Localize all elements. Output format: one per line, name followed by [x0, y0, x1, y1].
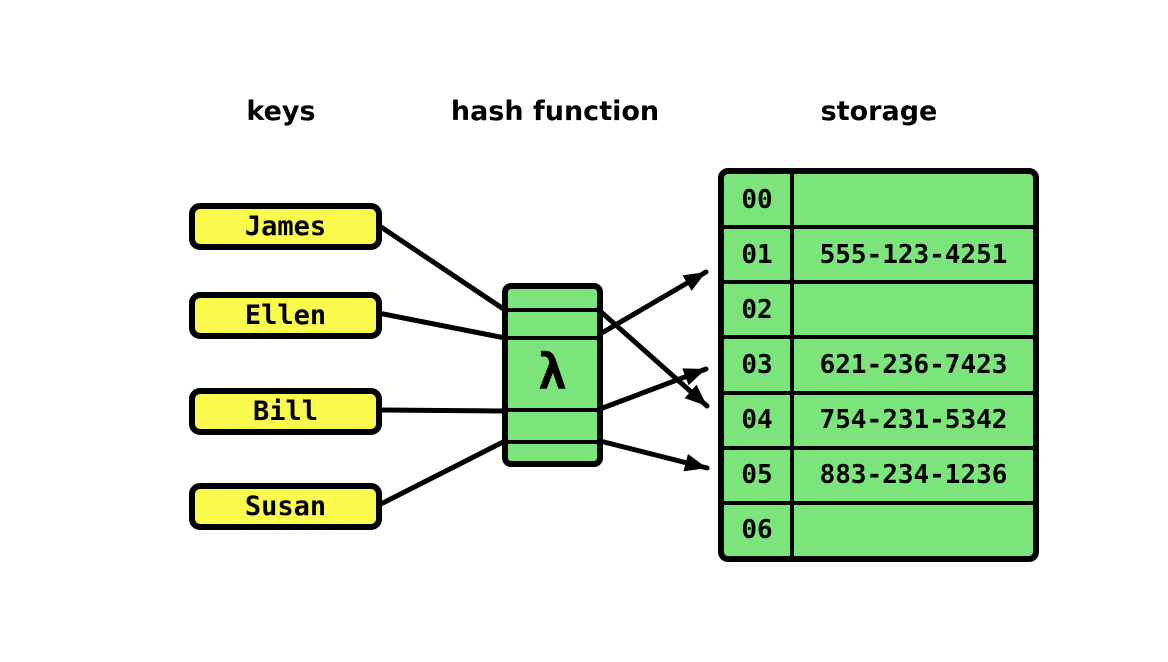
- hash-slot-divider: [508, 308, 597, 312]
- arrow-to-row-05: [597, 438, 710, 472]
- key-box-bill: Bill: [189, 388, 382, 435]
- key-box-ellen: Ellen: [189, 292, 382, 339]
- arrow-to-row-04: [597, 308, 710, 409]
- storage-value-cell: [794, 505, 1033, 556]
- storage-index-cell: 06: [724, 504, 794, 556]
- storage-row: 00: [724, 174, 1033, 226]
- storage-value-cell: [794, 174, 1033, 225]
- storage-row: 01 555-123-4251: [724, 225, 1033, 281]
- storage-row: 02: [724, 280, 1033, 336]
- header-hash-function: hash function: [450, 95, 660, 127]
- hash-slot-divider: [508, 336, 597, 340]
- key-line-ellen: [375, 310, 508, 341]
- key-line-bill: [375, 407, 508, 414]
- storage-index-cell: 00: [724, 174, 794, 226]
- header-storage: storage: [820, 95, 938, 127]
- storage-value-cell: 621-236-7423: [819, 349, 1008, 380]
- storage-index-cell: 04: [724, 394, 794, 446]
- key-label: James: [244, 211, 327, 242]
- storage-index-cell: 03: [724, 339, 794, 391]
- key-label: Susan: [244, 491, 327, 522]
- storage-index-cell: 01: [724, 229, 794, 281]
- key-label: Bill: [252, 396, 319, 427]
- key-line-susan: [376, 438, 508, 508]
- storage-value-cell: 883-234-1236: [819, 460, 1008, 491]
- hash-function-box: λ: [502, 283, 603, 467]
- storage-row: 04 754-231-5342: [724, 390, 1033, 446]
- key-box-james: James: [189, 203, 382, 250]
- storage-row: 05 883-234-1236: [724, 445, 1033, 501]
- hash-slot-divider: [508, 440, 597, 444]
- storage-value-cell: 754-231-5342: [819, 405, 1008, 436]
- storage-value-cell: 555-123-4251: [819, 239, 1008, 270]
- key-line-james: [375, 222, 508, 313]
- storage-index-cell: 05: [724, 449, 794, 501]
- lambda-symbol: λ: [537, 343, 568, 401]
- storage-row: 06: [724, 500, 1033, 556]
- storage-value-cell: [794, 284, 1033, 335]
- key-box-susan: Susan: [189, 483, 382, 530]
- arrow-to-row-03: [597, 366, 709, 412]
- storage-table: 00 01 555-123-4251 02 03 621-236-7423 04…: [718, 168, 1039, 562]
- storage-row: 03 621-236-7423: [724, 335, 1033, 391]
- key-label: Ellen: [244, 300, 327, 331]
- storage-index-cell: 02: [724, 284, 794, 336]
- header-keys: keys: [246, 95, 316, 127]
- hash-slot-divider: [508, 408, 597, 412]
